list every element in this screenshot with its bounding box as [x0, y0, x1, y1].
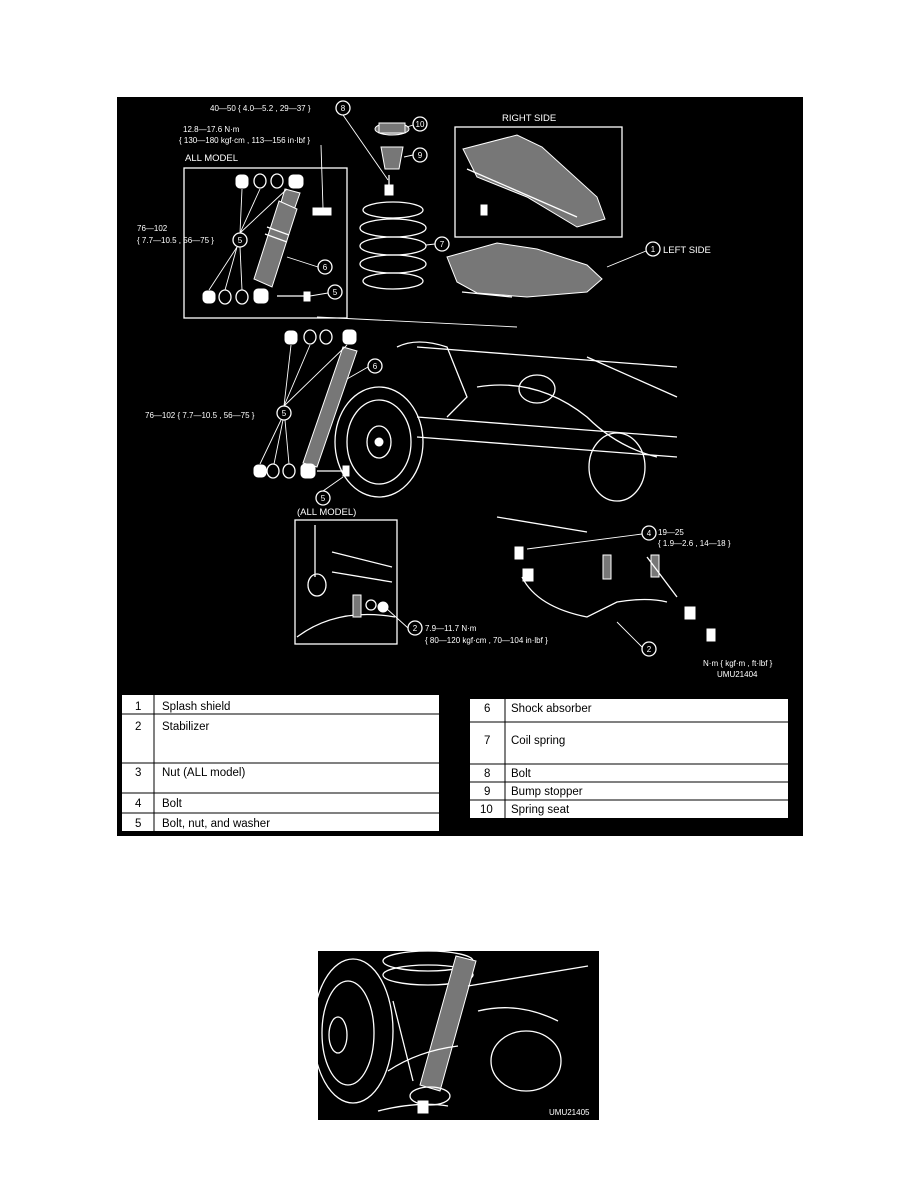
- torque-label-shock: 76—102 { 7.7—10.5 , 56—75 }: [145, 411, 255, 420]
- splash-shield-left: [446, 242, 603, 298]
- legend-num: 5: [135, 818, 141, 830]
- callout-1: 1: [651, 245, 656, 254]
- units-label: N·m { kgf·m , ft·lbf }: [703, 659, 773, 668]
- callout-5b: 5: [333, 288, 338, 297]
- brake-drum-icon: [312, 958, 394, 1104]
- left-side-label: LEFT SIDE: [663, 245, 711, 256]
- shock-absorber-icon: [409, 955, 477, 1114]
- leader-line: [320, 144, 324, 209]
- legend-label: Bump stopper: [511, 786, 583, 798]
- all-model-inset-box: [294, 519, 398, 645]
- callout-circle-4: [641, 525, 657, 541]
- torque-label-upper-1: 12.8—17.6 N·m: [183, 125, 240, 134]
- stabilizer-link-detail: [296, 525, 396, 638]
- legend-num: 8: [484, 768, 490, 780]
- stabilizer: [514, 546, 716, 642]
- callout-5a: 5: [238, 236, 243, 245]
- torque-label-group-2: { 7.7—10.5 , 56—75 }: [137, 236, 214, 245]
- callout-circle-10: [412, 116, 428, 132]
- figure-code-1: UMU21404: [717, 670, 758, 679]
- figure-code-2: UMU21405: [549, 1108, 590, 1117]
- exploded-view-drawing: 40—50 { 4.0—5.2 , 29—37 } 8 12.8—17.6 N·…: [122, 100, 788, 831]
- legend-num: 7: [484, 735, 490, 747]
- inset-label-all-model: (ALL MODEL): [297, 507, 356, 518]
- torque-label-bolt-8: 40—50 { 4.0—5.2 , 29—37 }: [210, 104, 311, 113]
- legend-num: 9: [484, 786, 490, 798]
- callout-4: 4: [647, 529, 652, 538]
- callout-7: 7: [440, 240, 445, 249]
- callout-2b: 2: [413, 624, 418, 633]
- axle-and-frame: [316, 316, 678, 533]
- legend-label: Coil spring: [511, 735, 565, 747]
- legend-label: Splash shield: [162, 701, 230, 713]
- legend-num: 2: [135, 721, 141, 733]
- torque-label-nut-2-1: 7.9—11.7 N·m: [425, 624, 477, 633]
- legend-label: Bolt: [511, 768, 532, 780]
- spring-seat: [374, 122, 410, 136]
- callout-5d: 5: [321, 494, 326, 503]
- legend-label: Shock absorber: [511, 703, 592, 715]
- torque-label-bolt-4-1: 19—25: [658, 528, 684, 537]
- callout-circle-5b: [327, 284, 343, 300]
- legend-num: 10: [480, 804, 493, 816]
- callout-8: 8: [341, 104, 346, 113]
- legend-num: 1: [135, 701, 141, 713]
- splash-shield-right: [462, 134, 606, 228]
- shock-absorber-main: [253, 329, 358, 479]
- shock-installation-figure: UMU21405: [312, 950, 599, 1120]
- shock-installation-drawing: UMU21405: [312, 950, 590, 1117]
- callout-5c: 5: [282, 409, 287, 418]
- callout-6a: 6: [323, 263, 328, 272]
- all-model-group-box: [183, 167, 348, 319]
- exploded-view-figure: 40—50 { 4.0—5.2 , 29—37 } 8 12.8—17.6 N·…: [117, 97, 803, 836]
- torque-label-bolt-4-2: { 1.9—2.6 , 14—18 }: [658, 539, 731, 548]
- torque-label-group-1: 76—102: [137, 224, 168, 233]
- callout-circle-2: [641, 641, 657, 657]
- coil-spring-icon: [359, 175, 427, 290]
- legend-table-left: [122, 695, 439, 831]
- callout-10: 10: [416, 120, 425, 129]
- group-label-all-model: ALL MODEL: [185, 153, 238, 164]
- callout-circle-6b: [367, 358, 383, 374]
- brake-drum-icon: [334, 386, 424, 498]
- callout-9: 9: [418, 151, 423, 160]
- callout-6b: 6: [373, 362, 378, 371]
- legend-label: Bolt: [162, 798, 183, 810]
- legend-table-right: [470, 699, 788, 818]
- callout-circle-1: [645, 241, 661, 257]
- right-side-box: [454, 126, 623, 238]
- legend-num: 3: [135, 767, 141, 779]
- legend-label: Spring seat: [511, 804, 570, 816]
- callout-2: 2: [647, 645, 652, 654]
- torque-label-upper-2: { 130—180 kgf·cm , 113—156 in·lbf }: [179, 136, 310, 145]
- legend-label: Bolt, nut, and washer: [162, 818, 270, 830]
- right-side-label: RIGHT SIDE: [502, 113, 556, 124]
- legend-num: 4: [135, 798, 142, 810]
- legend-label: Nut (ALL model): [162, 767, 245, 779]
- frame-and-axle: [377, 965, 589, 1112]
- torque-label-nut-2-2: { 80—120 kgf·cm , 70—104 in·lbf }: [425, 636, 548, 645]
- bump-stopper: [380, 146, 404, 170]
- legend-num: 6: [484, 703, 490, 715]
- shock-absorber-icon: [202, 173, 332, 305]
- leader-line: [342, 114, 389, 181]
- legend-label: Stabilizer: [162, 721, 209, 733]
